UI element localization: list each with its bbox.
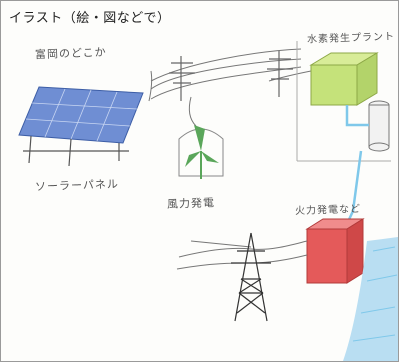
plant-outline xyxy=(296,41,391,162)
wind-turbine xyxy=(178,125,224,179)
location-label: 富岡のどこか xyxy=(34,45,107,62)
transmission-lines xyxy=(176,240,308,270)
solar-panel xyxy=(18,86,144,167)
wind-power-label: 風力発電 xyxy=(166,196,216,211)
page-title: イラスト（絵・図などで） xyxy=(9,11,171,26)
solar-panel-label: ソーラーパネル xyxy=(34,177,120,194)
thermal-plant xyxy=(305,218,365,284)
utility-pole-right xyxy=(267,51,293,97)
power-lines xyxy=(148,48,312,127)
hydrogen-plant-label: 水素発生プラント xyxy=(306,31,396,46)
utility-pole-left xyxy=(169,56,195,101)
hydrogen-plant xyxy=(309,52,379,106)
transmission-tower xyxy=(231,232,271,322)
thermal-power-label: 火力発電など xyxy=(294,203,362,218)
water xyxy=(343,237,398,361)
hydrogen-tank xyxy=(368,100,390,152)
